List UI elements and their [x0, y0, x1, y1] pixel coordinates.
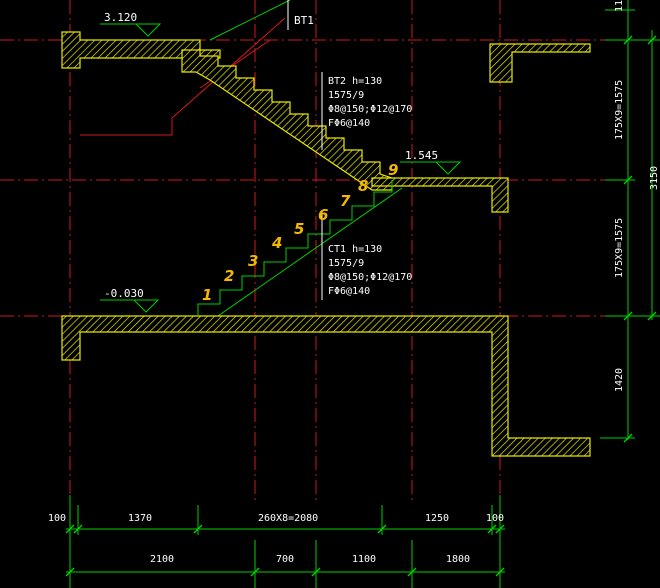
bt2-line-4: FΦ6@140: [328, 118, 370, 129]
tick: [623, 35, 633, 45]
elev-ground-marker: [100, 299, 160, 313]
dim-row1-text: 1370: [128, 513, 152, 524]
step-number: 8: [358, 177, 368, 195]
bt2-line-1: BT2 h=130: [328, 76, 382, 87]
step-number: 4: [271, 234, 282, 252]
bt2-line-2: 1575/9: [328, 90, 364, 101]
upper-right-wall: [489, 43, 591, 83]
dimension-lines: [66, 0, 660, 588]
tick: [65, 567, 75, 577]
step-number: 5: [294, 220, 304, 238]
tick: [487, 524, 497, 534]
stair-slab-upper: [209, 0, 291, 41]
dim-right-text: 1420: [614, 368, 625, 392]
tick: [311, 567, 321, 577]
dim-row1-text: 100: [486, 513, 504, 524]
tick: [193, 524, 203, 534]
tick: [647, 311, 657, 321]
elev-landing-label: 1.545: [405, 149, 438, 162]
tick: [623, 433, 633, 443]
upper-flight: [181, 49, 393, 191]
lower-flight-steps: [197, 180, 393, 316]
dim-right-text: 110: [614, 0, 625, 12]
elev-top-marker: [100, 23, 162, 37]
handrail-line: [80, 17, 286, 136]
dim-right-text: 175X9=1575: [614, 218, 625, 278]
dim-right-text: 175X9=1575: [614, 80, 625, 140]
tick: [647, 35, 657, 45]
dim-row2-text: 1100: [352, 554, 376, 565]
ct1-line-3: Φ8@150;Φ12@170: [328, 272, 412, 283]
step-number: 1: [202, 286, 212, 304]
tick: [407, 567, 417, 577]
elevation-markers: [100, 23, 462, 313]
tick: [623, 311, 633, 321]
elev-landing-marker: [400, 161, 462, 175]
tick: [495, 567, 505, 577]
tick: [250, 567, 260, 577]
step-number: 2: [224, 267, 234, 285]
axis-grid: [0, 0, 610, 500]
tick: [65, 524, 75, 534]
stair-slab-lower: [204, 187, 403, 326]
dimension-ticks: [65, 35, 657, 577]
dim-row1-text: 1250: [425, 513, 449, 524]
dim-row2-text: 2100: [150, 554, 174, 565]
ct1-line-1: CT1 h=130: [328, 244, 382, 255]
bt2-line-3: Φ8@150;Φ12@170: [328, 104, 412, 115]
bt1-label: BT1: [294, 14, 314, 27]
dim-row1-text: 260X8=2080: [258, 513, 318, 524]
tick: [377, 524, 387, 534]
ground-floor-slab: [61, 315, 591, 457]
step-number: 3: [248, 252, 258, 270]
step-numbers: 1 2 3 4 5 6 7 8 9: [202, 161, 398, 304]
ct1-line-4: FΦ6@140: [328, 286, 370, 297]
dim-right-text: 3150: [649, 166, 660, 190]
tick: [73, 524, 83, 534]
dim-row1-text: 100: [48, 513, 66, 524]
dim-row2-text: 1800: [446, 554, 470, 565]
dim-row2-text: 700: [276, 554, 294, 565]
ct1-line-2: 1575/9: [328, 258, 364, 269]
top-floor-slab: [61, 31, 221, 69]
middle-landing: [371, 177, 509, 213]
tick: [623, 175, 633, 185]
concrete-sections: [61, 31, 591, 457]
step-number: 7: [340, 192, 351, 210]
leader-lines: [287, 0, 323, 300]
elev-top-label: 3.120: [104, 11, 137, 24]
elev-ground-label: -0.030: [104, 287, 144, 300]
step-number: 9: [388, 161, 398, 179]
step-number: 6: [318, 206, 328, 224]
tick: [495, 524, 505, 534]
